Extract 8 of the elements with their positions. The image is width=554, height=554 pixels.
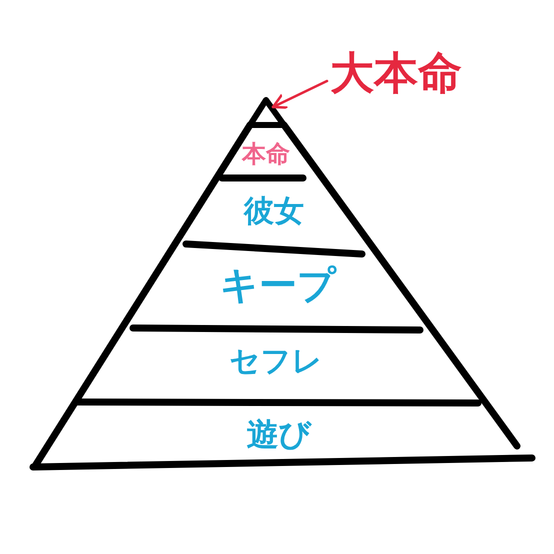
tier-label: 遊び <box>246 418 312 450</box>
arrow <box>272 80 328 109</box>
apex-triangle <box>247 97 287 128</box>
tier-label: 彼女 <box>244 197 304 227</box>
tier-label: 本命 <box>242 142 290 166</box>
tier-label: キープ <box>220 266 336 304</box>
tier-label: セフレ <box>230 347 322 377</box>
title-label: 大本命 <box>330 52 462 96</box>
